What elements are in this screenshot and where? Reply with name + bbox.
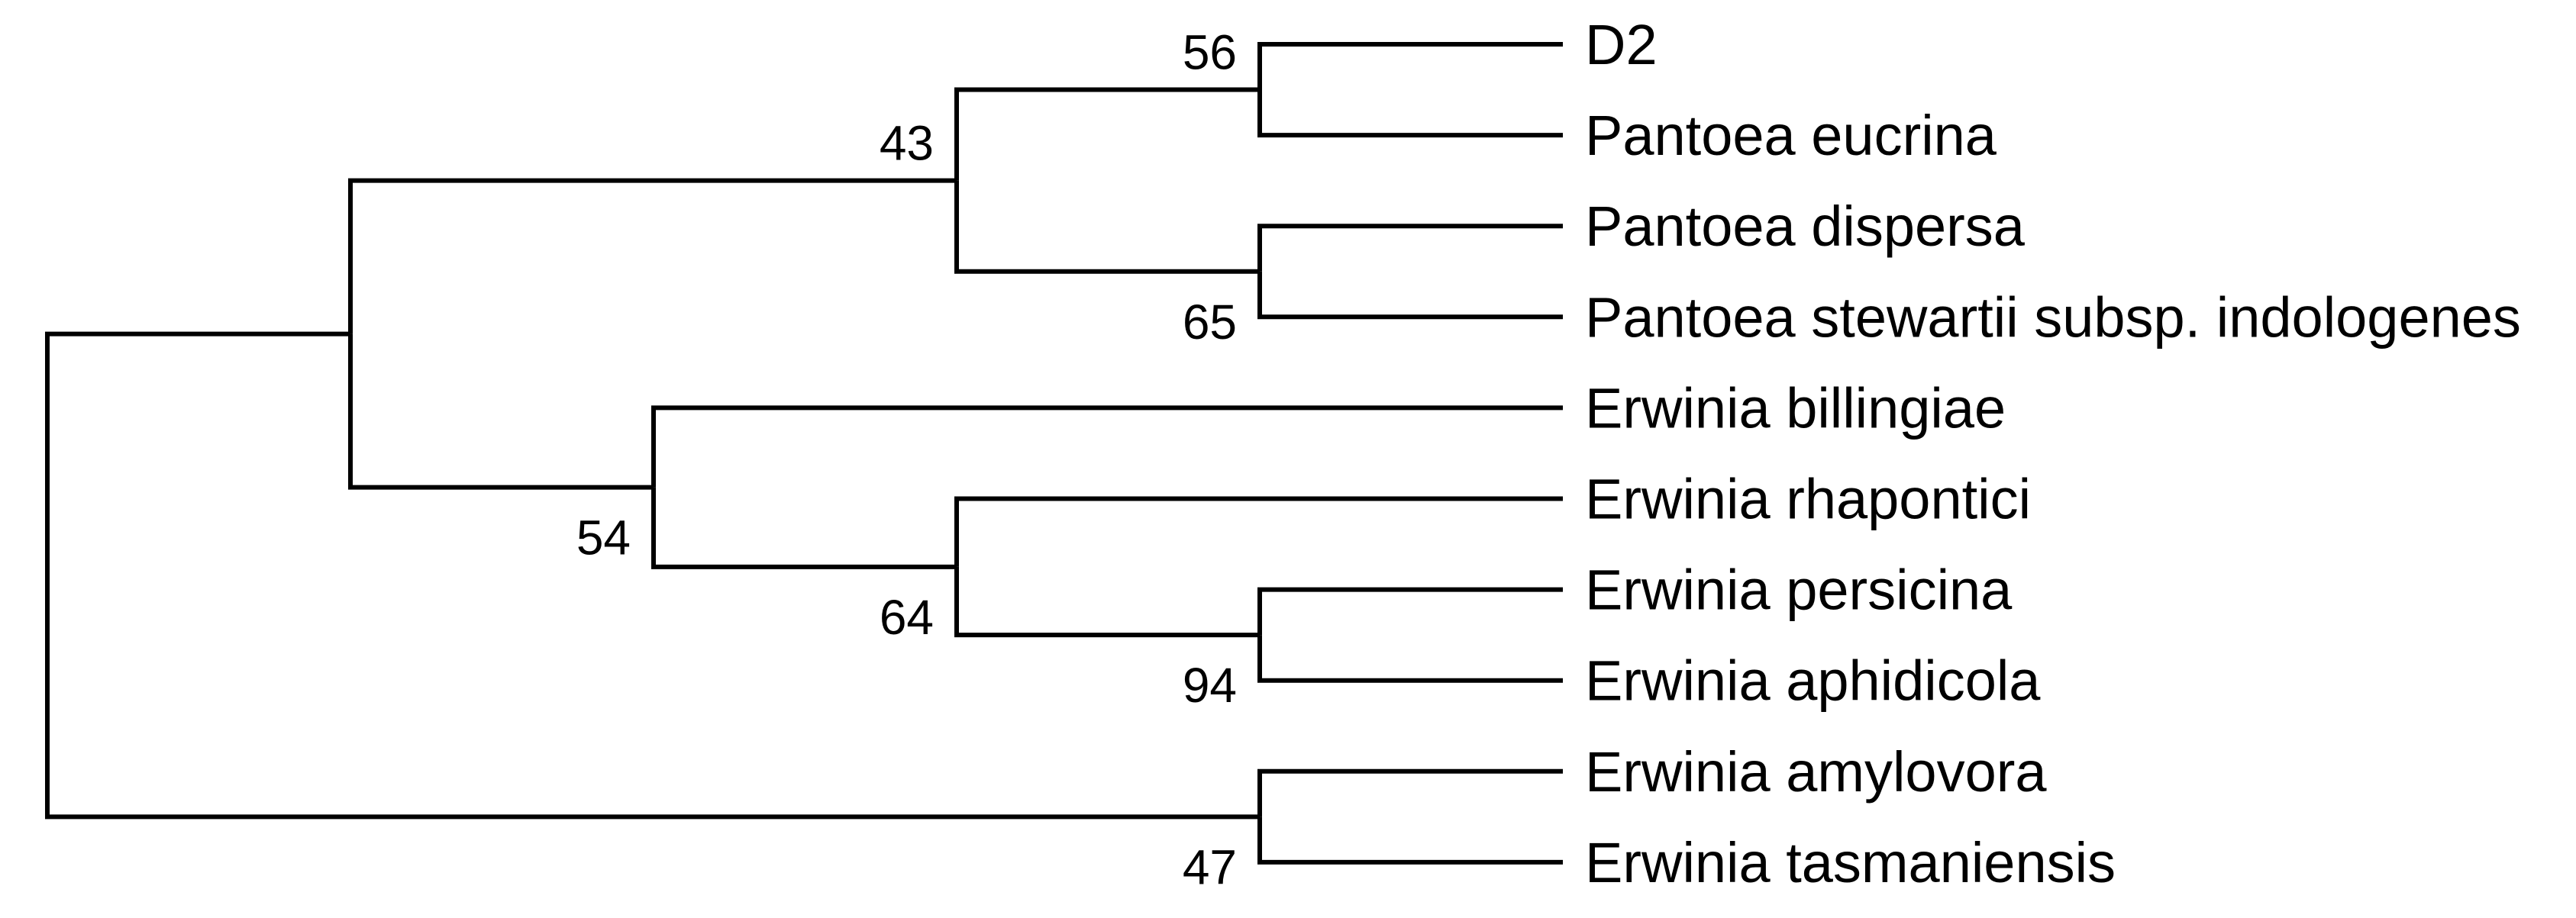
bootstrap-label: 64 bbox=[880, 590, 934, 645]
branch-line bbox=[954, 180, 1260, 274]
branch-line bbox=[45, 331, 350, 575]
branch-line bbox=[954, 496, 1563, 567]
branch-line bbox=[1257, 768, 1563, 817]
branch-line bbox=[1257, 635, 1563, 683]
bootstrap-label: 54 bbox=[576, 511, 631, 565]
taxon-label: Erwinia persicina bbox=[1585, 559, 2013, 622]
branch-line bbox=[348, 333, 654, 490]
branch-line bbox=[1257, 224, 1563, 272]
taxon-label: Pantoea stewartii subsp. indologenes bbox=[1585, 285, 2521, 349]
bootstrap-label: 43 bbox=[880, 116, 934, 171]
branch-line bbox=[954, 87, 1260, 181]
taxon-label: Erwinia billingiae bbox=[1585, 376, 2006, 440]
branch-line bbox=[348, 178, 957, 334]
branch-line bbox=[1257, 817, 1563, 865]
branch-line bbox=[1257, 587, 1563, 636]
branch-line bbox=[954, 566, 1260, 638]
branch-line bbox=[1257, 89, 1563, 138]
taxon-label: Erwinia tasmaniensis bbox=[1585, 831, 2116, 894]
taxon-label: Pantoea dispersa bbox=[1585, 195, 2026, 258]
bootstrap-label: 65 bbox=[1183, 295, 1237, 349]
taxon-label: Erwinia rhapontici bbox=[1585, 468, 2031, 531]
taxon-label: Erwinia amylovora bbox=[1585, 740, 2047, 804]
branch-line bbox=[1257, 271, 1563, 320]
taxon-label: D2 bbox=[1585, 13, 1658, 76]
bootstrap-label: 94 bbox=[1183, 658, 1237, 713]
branch-line bbox=[1257, 42, 1563, 90]
branch-line bbox=[45, 575, 1260, 820]
taxon-label: Pantoea eucrina bbox=[1585, 104, 1997, 167]
branch-line bbox=[651, 405, 1563, 488]
bootstrap-label: 56 bbox=[1183, 25, 1237, 80]
bootstrap-label: 47 bbox=[1183, 839, 1237, 894]
taxon-label: Erwinia aphidicola bbox=[1585, 649, 2041, 713]
branch-line bbox=[651, 487, 957, 569]
